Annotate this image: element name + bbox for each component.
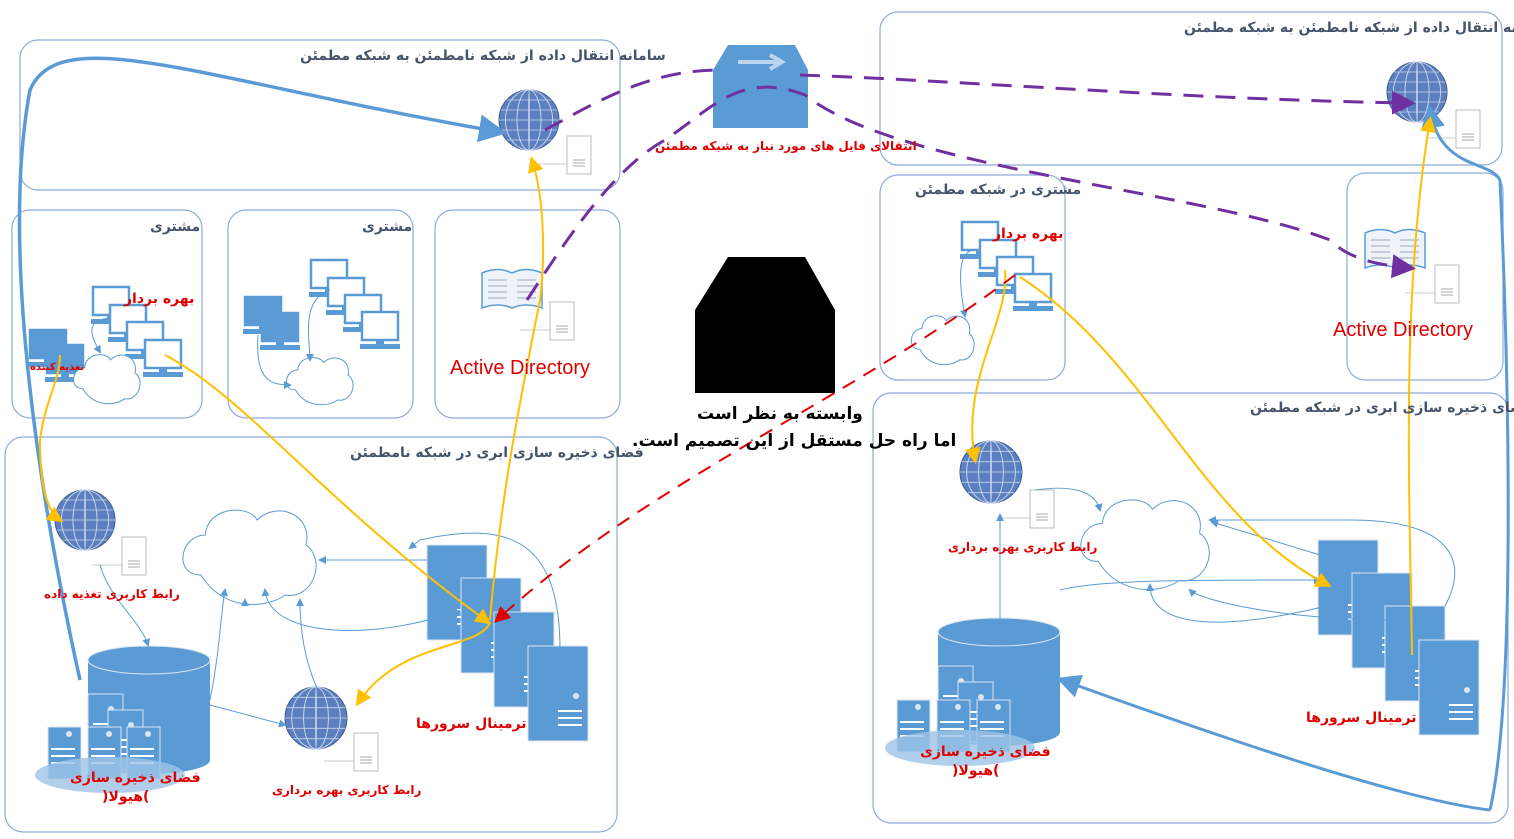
connector-arrow xyxy=(296,598,318,689)
client1-consumer-label: بهره بردار xyxy=(124,291,195,307)
note-line-2: اما راه حل مستقل از این تصمیم است. xyxy=(632,431,957,451)
server-document-icon xyxy=(1000,489,1055,529)
connector-arrow xyxy=(305,289,331,362)
connector-arrow xyxy=(257,334,292,389)
left-ad-box xyxy=(434,209,621,419)
left-transfer-system-title: سامانه انتقال داده از شبکه نامطمئن به شب… xyxy=(300,48,666,64)
trusted-client-title: مشتری در شبکه مطمئن xyxy=(915,182,1082,198)
connector-arrow xyxy=(1146,583,1351,623)
connector-arrow xyxy=(209,704,287,728)
purple-path-1 xyxy=(544,68,721,132)
yellow-to-transfer-path xyxy=(489,156,545,621)
right-transfer-system-box xyxy=(879,11,1503,166)
cloud-icon xyxy=(73,354,141,405)
cloud-icon xyxy=(182,509,317,605)
blue-path-right-top xyxy=(1421,104,1510,811)
computer-icon xyxy=(360,310,400,349)
client1-feeder-label: تغذیه کننده xyxy=(30,362,85,373)
computer-icon xyxy=(260,311,300,350)
right-storage-label-2: )هیولا( xyxy=(952,763,1000,779)
connector-arrow xyxy=(1059,576,1322,591)
server-document-icon xyxy=(520,301,575,341)
trusted-client-box xyxy=(879,174,1066,381)
black-box-icon xyxy=(695,257,835,393)
left-transfer-system-box xyxy=(19,39,621,191)
connector-arrow xyxy=(1034,487,1103,512)
connector-arrow xyxy=(209,588,228,701)
right-terminal-servers-label: ترمینال سرورها xyxy=(1306,710,1417,726)
computer-icon xyxy=(45,343,85,382)
right-ad-box xyxy=(1346,172,1504,381)
server-icon xyxy=(1418,639,1480,736)
cloud-icon xyxy=(910,315,975,366)
purple-path-3 xyxy=(525,85,1416,301)
transfer-label: انتقالای فایل های مورد نیاز به شبکه مطمئ… xyxy=(655,139,917,153)
storage-base xyxy=(35,757,185,793)
connector-arrow xyxy=(1208,516,1456,607)
server-document-icon xyxy=(1405,264,1460,304)
left-storage-label-2: )هیولا( xyxy=(102,789,150,805)
client1-title: مشتری xyxy=(150,219,201,235)
server-document-icon xyxy=(92,536,147,576)
purple-path-2 xyxy=(799,73,1416,115)
cloud-icon xyxy=(1080,499,1210,590)
yellow-to-ui-path xyxy=(355,621,491,707)
yellow-trusted-path xyxy=(964,269,1007,464)
left-consumer-ui-label: رابط کاربری بهره برداری xyxy=(272,783,422,797)
yellow-feeder-path xyxy=(38,354,64,523)
red-dependency-path xyxy=(494,274,1016,623)
server-document-icon xyxy=(537,135,592,175)
client2-title: مشتری xyxy=(362,219,413,235)
yellow-right-transfer-path xyxy=(1407,116,1436,656)
globe-icon xyxy=(959,440,1023,504)
computer-icon xyxy=(143,338,183,377)
left-storage-label: فضای ذخیره سازی xyxy=(70,770,201,786)
right-cloud-title: فضای ذخیره سازی ابری در شبکه مطمئن xyxy=(1250,400,1514,416)
connector-arrow xyxy=(99,564,150,647)
server-document-icon xyxy=(1426,109,1481,149)
client2-box xyxy=(227,209,414,419)
note-line-1: وابسته به نظر است xyxy=(697,404,863,424)
blue-path-right-storage xyxy=(1056,674,1491,812)
client1-box xyxy=(11,209,203,419)
left-cloud-title: فضای ذخیره سازی ابری در شبکه نامطمئن xyxy=(350,445,644,461)
computer-icon xyxy=(1013,272,1053,311)
connector-arrow xyxy=(261,588,461,631)
storage-base xyxy=(885,730,1035,766)
yellow-trusted-terminal-path xyxy=(1019,276,1332,587)
cloud-icon xyxy=(286,357,354,406)
connector-arrow xyxy=(959,249,976,318)
left-cloud-box xyxy=(4,436,618,833)
right-storage-label: فضای ذخیره سازی xyxy=(920,744,1051,760)
connector-arrow xyxy=(408,532,561,651)
server-document-icon xyxy=(324,732,379,772)
globe-icon xyxy=(284,686,348,750)
right-active-directory-label: Active Directory xyxy=(1333,319,1474,341)
globe-icon xyxy=(54,489,116,551)
yellow-consumer-path xyxy=(164,354,492,625)
right-transfer-system-title: سامانه انتقال داده از شبکه نامطمئن به شب… xyxy=(1184,20,1514,36)
trusted-consumer-label: بهره بردار xyxy=(993,226,1064,242)
connector-arrow xyxy=(1210,519,1321,556)
right-consumer-ui-label: رابط کاربری بهره برداری xyxy=(948,540,1098,554)
globe-icon xyxy=(1386,61,1448,123)
server-icon xyxy=(527,645,589,742)
connector-arrow xyxy=(91,317,111,354)
feeder-ui-label: رابط کاربری تغذیه داده xyxy=(44,587,180,601)
left-active-directory-label: Active Directory xyxy=(450,357,591,379)
connector-arrow xyxy=(1188,588,1401,621)
left-terminal-servers-label: ترمینال سرورها xyxy=(416,716,527,732)
globe-icon xyxy=(498,89,560,151)
